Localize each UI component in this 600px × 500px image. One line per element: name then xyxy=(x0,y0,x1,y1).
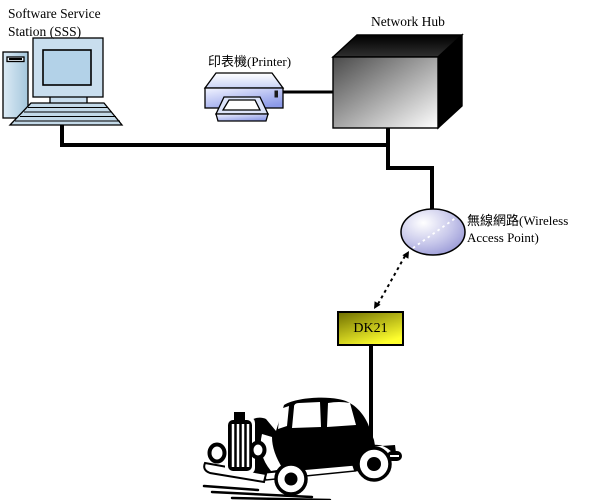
edge-sss-hub xyxy=(60,124,388,147)
wireless-access-point-label: 無線網路(Wireless Access Point) xyxy=(467,212,568,246)
speed-lines xyxy=(202,484,332,500)
edge-wap-dk21-dotted xyxy=(374,251,409,309)
printer-top xyxy=(203,72,285,89)
car-headlight xyxy=(249,440,267,460)
hub-front-face xyxy=(332,56,439,129)
car-icon xyxy=(202,397,402,500)
sss-label-line2: Station (SSS) xyxy=(8,24,82,39)
printer-power-light xyxy=(274,90,278,98)
keyboard xyxy=(8,102,124,126)
monitor-screen xyxy=(42,49,92,86)
wap-label-line2: Access Point) xyxy=(467,230,539,245)
network-hub-icon xyxy=(331,33,464,130)
dk21-label: DK21 xyxy=(353,320,388,336)
sss-label-line1: Software Service xyxy=(8,6,101,21)
computer-tower xyxy=(2,51,29,119)
wireless-access-point-icon xyxy=(400,208,466,256)
printer-label: 印表機(Printer) xyxy=(208,54,292,69)
edge-hub-wap xyxy=(386,126,434,212)
printer-icon xyxy=(203,72,285,122)
wap-label-line1: 無線網路(Wireless xyxy=(467,213,569,228)
dk21-box xyxy=(337,311,404,346)
car-windshield xyxy=(278,406,289,429)
computer-icon xyxy=(2,37,124,126)
network-hub-label: Network Hub xyxy=(371,14,445,29)
sss-label: Software Service Station (SSS) xyxy=(8,5,101,41)
car-headlight xyxy=(207,442,227,464)
